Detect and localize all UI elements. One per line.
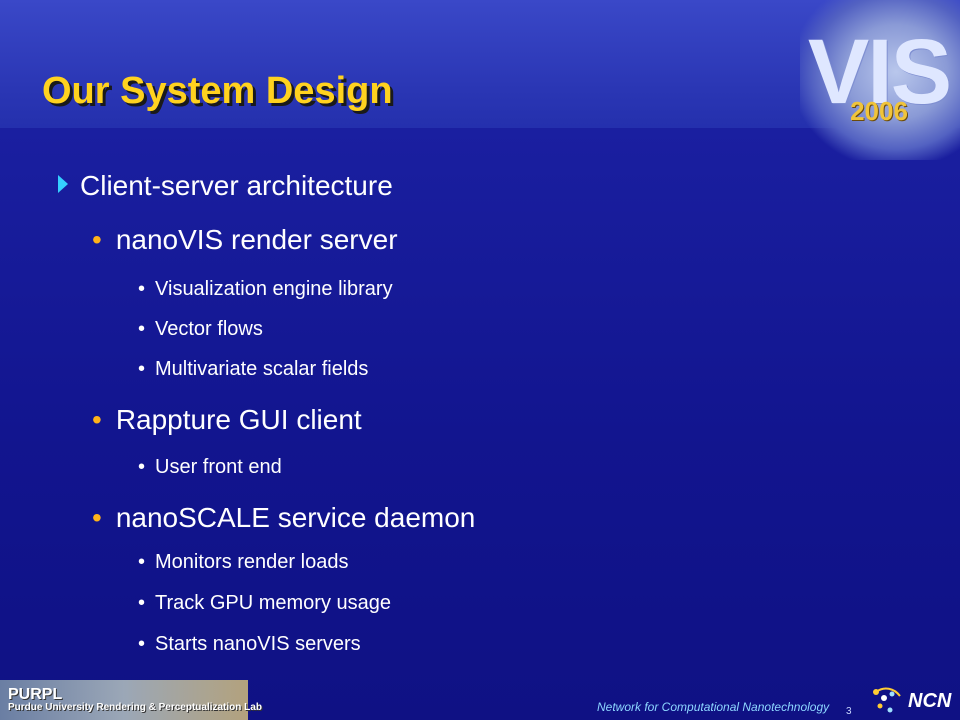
purdue-lab-text: Purdue University Rendering & Perceptual… (8, 702, 262, 713)
bullet-dot-icon: • (138, 278, 146, 300)
bullet-text: Rappture GUI client (115, 404, 362, 435)
bullet-level3: • Multivariate scalar fields (138, 358, 368, 381)
bullet-dot-icon: • (92, 404, 102, 435)
bullet-text: User front end (155, 456, 282, 478)
arrow-bullet-icon (58, 175, 68, 193)
bullet-level3: • Vector flows (138, 318, 263, 341)
vis-2006-logo: VIS 2006 (800, 0, 960, 160)
bullet-text: nanoSCALE service daemon (115, 502, 476, 533)
bullet-text: Multivariate scalar fields (155, 358, 369, 380)
page-number: 3 (846, 706, 852, 717)
ncn-logo-icon (873, 687, 901, 713)
purpl-logo-text: PURPL (8, 686, 63, 703)
bullet-text: Visualization engine library (155, 278, 393, 300)
bullet-dot-icon: • (138, 456, 146, 478)
bullet-dot-icon: • (138, 592, 146, 614)
bullet-level3: • Track GPU memory usage (138, 592, 391, 615)
slide-title: Our System Design (42, 70, 393, 112)
bullet-level3: • Visualization engine library (138, 278, 393, 301)
logo-year-text: 2006 (850, 96, 908, 126)
bullet-dot-icon: • (138, 633, 146, 655)
network-footer-text: Network for Computational Nanotechnology (597, 700, 830, 714)
bullet-dot-icon: • (92, 502, 102, 533)
bullet-level1: Client-server architecture (58, 170, 393, 202)
bullet-level2: • nanoVIS render server (92, 224, 398, 256)
bullet-text: Client-server architecture (80, 170, 393, 201)
bullet-level3: • User front end (138, 456, 282, 479)
bullet-dot-icon: • (92, 224, 102, 255)
bullet-level2: • nanoSCALE service daemon (92, 502, 475, 534)
bullet-text: nanoVIS render server (115, 224, 398, 255)
logo-vis-text: VIS (807, 21, 952, 123)
bullet-dot-icon: • (138, 551, 146, 573)
bullet-text: Monitors render loads (155, 551, 349, 573)
bullet-level3: • Starts nanoVIS servers (138, 633, 361, 656)
ncn-text: NCN (908, 690, 952, 712)
bullet-text: Vector flows (155, 318, 263, 340)
bullet-level3: • Monitors render loads (138, 551, 348, 574)
bullet-text: Starts nanoVIS servers (155, 633, 361, 655)
bullet-level2: • Rappture GUI client (92, 404, 362, 436)
bullet-text: Track GPU memory usage (155, 592, 392, 614)
bullet-dot-icon: • (138, 318, 146, 340)
bullet-dot-icon: • (138, 358, 146, 380)
purpl-lab-banner: PURPL Purdue University Rendering & Perc… (0, 680, 262, 720)
